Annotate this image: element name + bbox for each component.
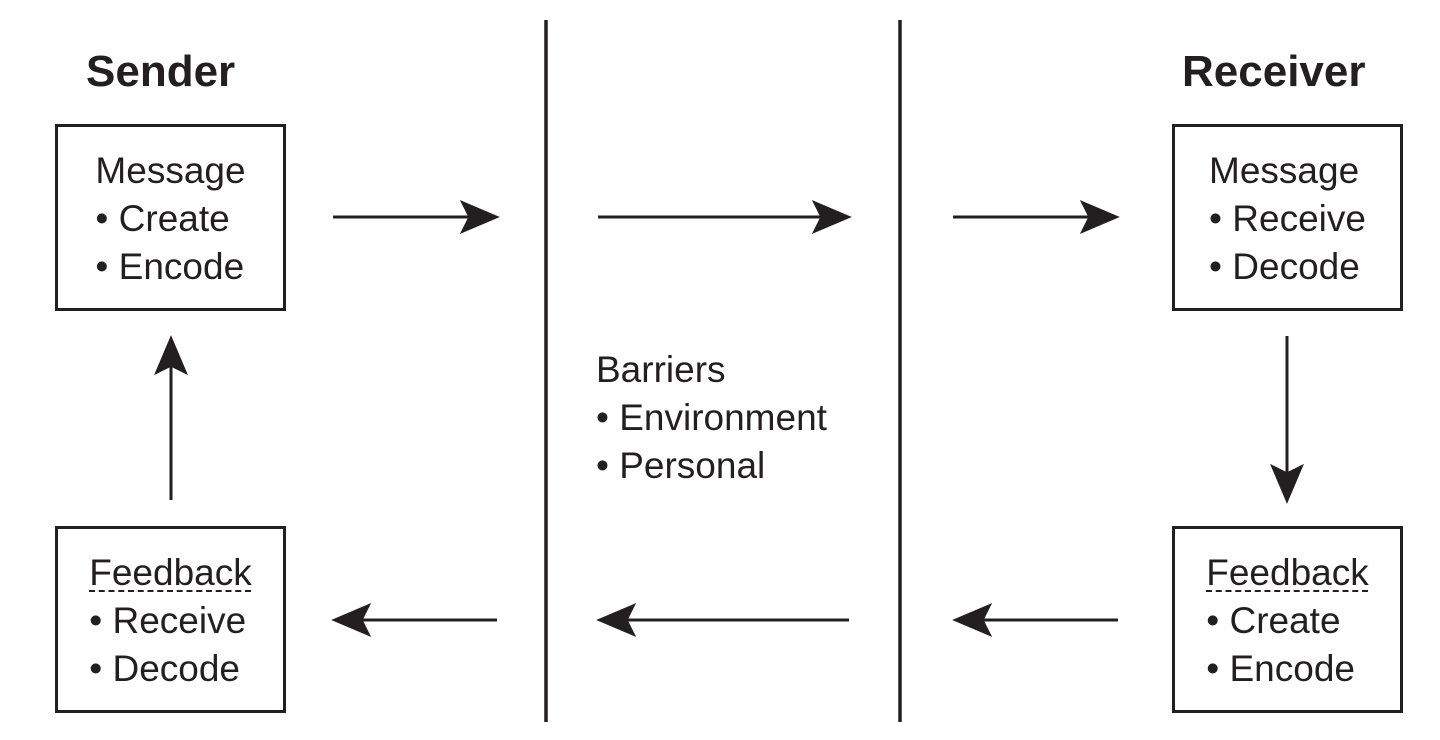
sender-title: Sender: [86, 47, 236, 96]
barriers-heading: Barriers: [596, 349, 726, 390]
arrow-right-3: [953, 200, 1120, 234]
receiver-title: Receiver: [1182, 47, 1366, 96]
barriers-block: Barriers • Environment • Personal: [596, 346, 827, 490]
arrow-right-1: [333, 200, 500, 234]
sender-message-box: Message • Create • Encode: [55, 124, 286, 311]
sender-feedback-item-receive: • Receive: [89, 600, 247, 641]
sender-message-item-create: • Create: [95, 198, 230, 239]
arrow-right-2: [598, 200, 852, 234]
sender-feedback-box: Feedback • Receive • Decode: [55, 526, 286, 713]
receiver-message-item-receive: • Receive: [1209, 198, 1366, 239]
sender-feedback-item-decode: • Decode: [89, 648, 241, 689]
sender-message-item-encode: • Encode: [95, 246, 245, 287]
receiver-feedback-item-encode: • Encode: [1206, 648, 1355, 689]
arrow-left-3: [331, 603, 497, 637]
arrow-left-2: [596, 603, 849, 637]
barriers-item-environment: • Environment: [596, 397, 827, 438]
receiver-feedback-item-create: • Create: [1206, 600, 1341, 641]
receiver-feedback-heading: Feedback: [1206, 552, 1369, 593]
receiver-message-heading: Message: [1209, 150, 1360, 191]
arrow-down: [1270, 336, 1304, 504]
sender-message-heading: Message: [95, 150, 246, 191]
receiver-feedback-box: Feedback • Create • Encode: [1172, 526, 1403, 713]
receiver-message-item-decode: • Decode: [1209, 246, 1360, 287]
receiver-message-box: Message • Receive • Decode: [1172, 124, 1403, 311]
arrow-left-1: [952, 603, 1118, 637]
sender-feedback-heading: Feedback: [89, 552, 252, 593]
barriers-item-personal: • Personal: [596, 445, 766, 486]
arrow-up: [154, 335, 188, 500]
